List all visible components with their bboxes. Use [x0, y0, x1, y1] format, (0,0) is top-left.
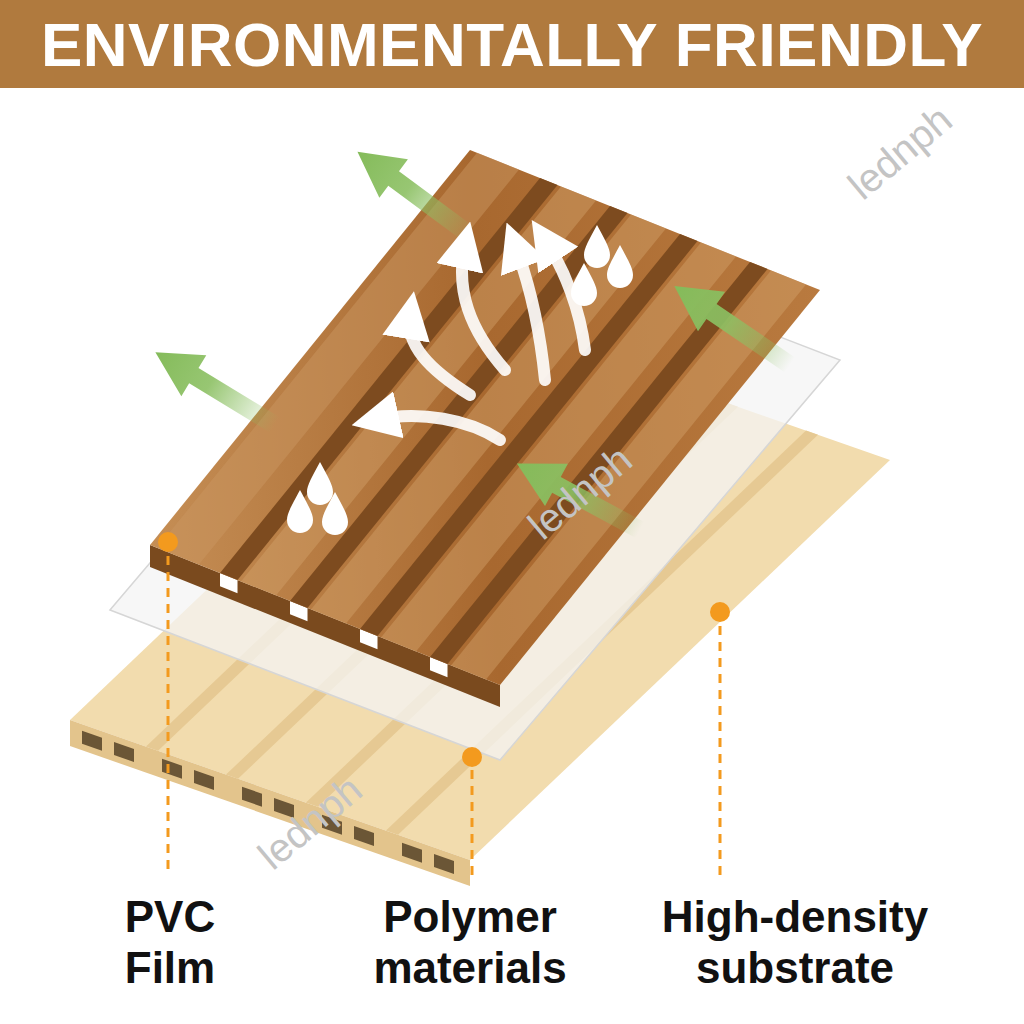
leader-lines	[168, 556, 720, 880]
green-arrows	[143, 132, 804, 551]
airflow-arrow	[515, 245, 545, 380]
leader-dots	[158, 532, 730, 767]
leader-line	[719, 626, 722, 880]
substrate-front	[70, 720, 470, 886]
leader-line	[471, 770, 474, 880]
green-arrow	[343, 132, 484, 254]
part-label: Polymer materials	[340, 892, 600, 993]
title: ENVIRONMENTALLY FRIENDLY	[41, 9, 983, 80]
green-arrow	[661, 266, 804, 385]
wood-panel	[150, 150, 820, 707]
leader-dot	[158, 532, 178, 552]
green-arrow	[143, 332, 288, 446]
watermark: lednph	[840, 97, 961, 209]
airflow-arrow	[462, 245, 505, 370]
airflow-arrows	[375, 240, 585, 440]
title-band: ENVIRONMENTALLY FRIENDLY	[0, 0, 1024, 88]
part-label: High-density substrate	[635, 892, 955, 993]
leader-line	[167, 556, 170, 876]
airflow-arrow	[375, 416, 500, 440]
part-label: PVC Film	[95, 892, 245, 993]
airflow-arrow	[409, 315, 470, 395]
leader-dot	[462, 747, 482, 767]
leader-dot	[710, 602, 730, 622]
